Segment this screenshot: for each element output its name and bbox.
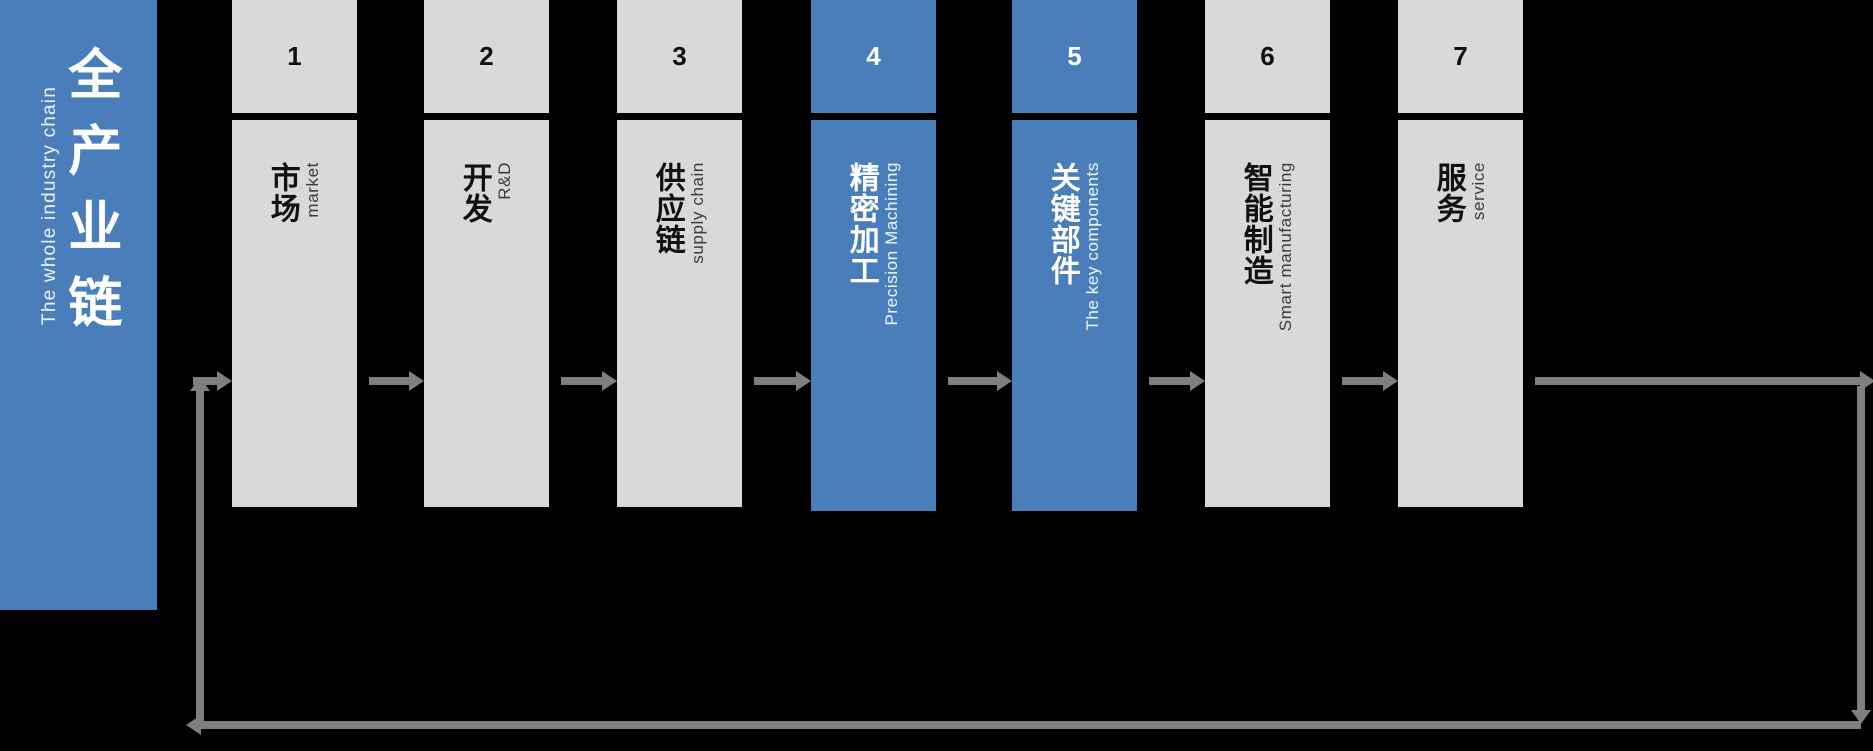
stage-label-en-2: R&D	[494, 162, 514, 200]
stage-number-box-6[interactable]: 6	[1205, 0, 1330, 113]
arrow-stage-6-to-7	[1342, 371, 1398, 391]
banner-title-en: The whole industry chain	[39, 85, 61, 325]
arrow-out-of-stage-7	[1535, 371, 1873, 391]
arrow-into-stage-1	[193, 371, 232, 391]
banner-title-cn: 全产业链	[59, 46, 120, 350]
stage-number-box-3[interactable]: 3	[617, 0, 742, 113]
arrow-stage-5-to-6	[1149, 371, 1205, 391]
stage-label-cn-2: 开发	[457, 162, 491, 224]
arrow-stage-2-to-3	[561, 371, 617, 391]
stage-label-cn-4: 精密加工	[844, 162, 878, 286]
feedback-bottom-line	[186, 715, 1861, 735]
stage-label-cn-7: 服务	[1431, 162, 1465, 224]
stage-number-box-2[interactable]: 2	[424, 0, 549, 113]
stage-label-en-4: Precision Machining	[881, 162, 901, 326]
stage-label-en-5: The key components	[1082, 162, 1102, 331]
stage-number-box-7[interactable]: 7	[1398, 0, 1523, 113]
arrow-stage-3-to-4	[754, 371, 811, 391]
stage-number-box-5[interactable]: 5	[1012, 0, 1137, 113]
stage-label-en-6: Smart manufacturing	[1275, 162, 1295, 332]
stage-label-cn-3: 供应链	[650, 162, 684, 255]
stage-label-en-1: market	[302, 162, 322, 218]
arrow-stage-1-to-2	[369, 371, 424, 391]
stage-number-box-1[interactable]: 1	[232, 0, 357, 113]
stage-label-cn-6: 智能制造	[1238, 162, 1272, 286]
feedback-left-vertical-line	[190, 377, 210, 725]
stage-label-cn-5: 关键部件	[1045, 162, 1079, 286]
stage-label-en-3: supply chain	[687, 162, 707, 264]
banner-text-group: 全产业链 The whole industry chain	[39, 46, 120, 350]
stage-label-en-7: service	[1468, 162, 1488, 221]
feedback-right-vertical-line	[1851, 386, 1871, 724]
stage-number-box-4[interactable]: 4	[811, 0, 936, 113]
stage-label-cn-1: 市场	[265, 162, 299, 224]
industry-chain-banner: 全产业链 The whole industry chain	[0, 0, 157, 610]
arrow-stage-4-to-5	[948, 371, 1012, 391]
